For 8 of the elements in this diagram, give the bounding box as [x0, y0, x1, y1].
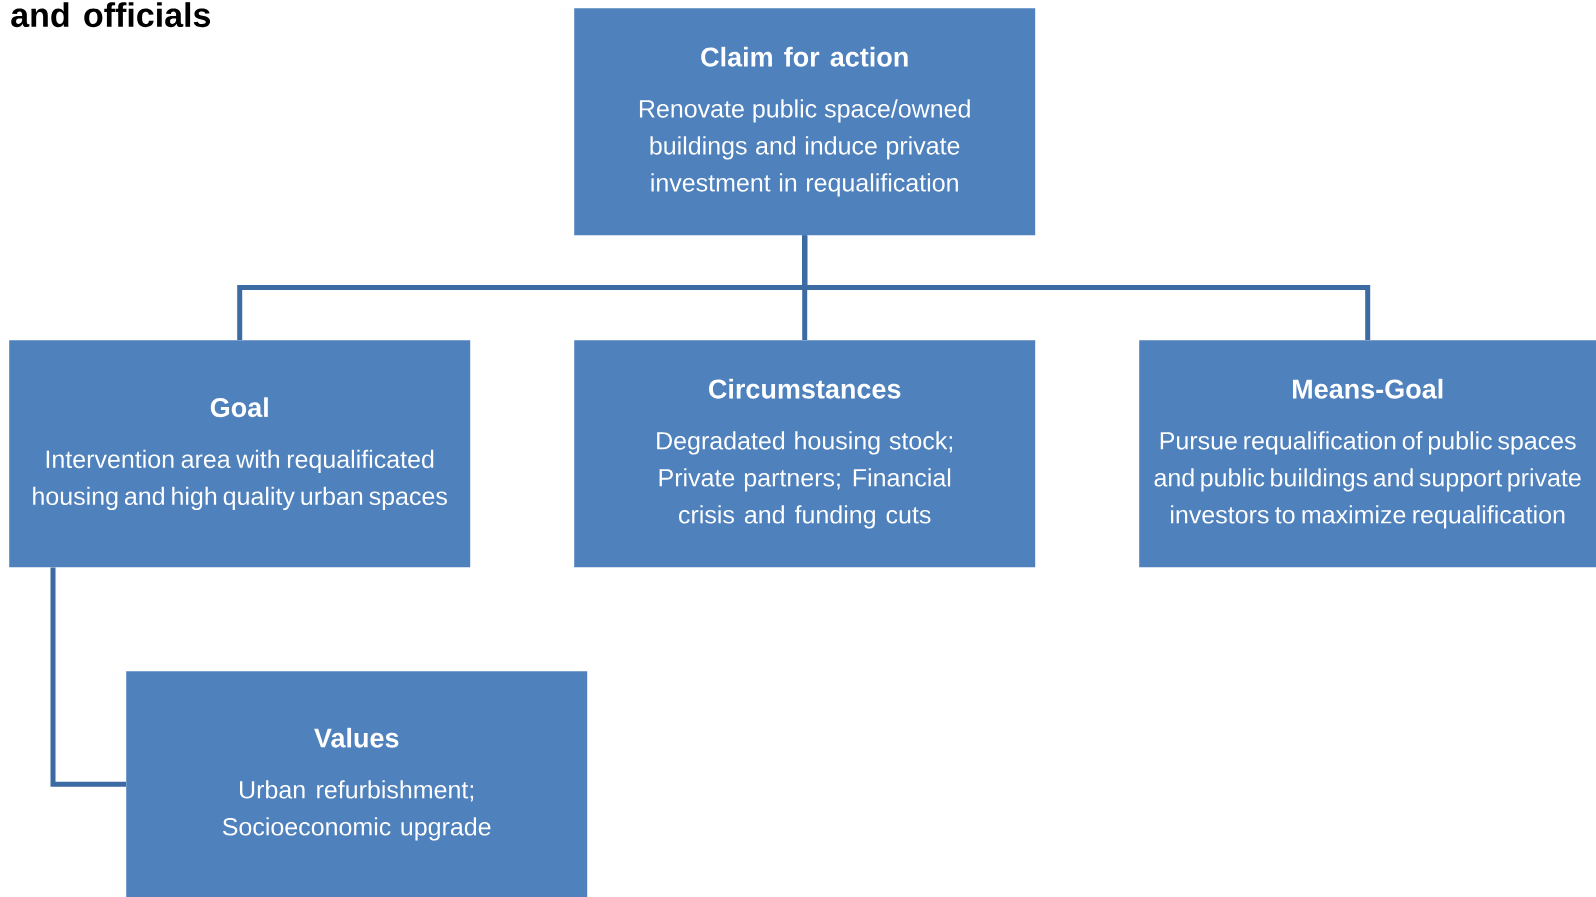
- text-box: Circumstances Degradated housing stock; Private partners; Financial crisis and funding cuts: [574, 340, 1036, 568]
- text-box: Goal Intervention area with requalificated housing and high quality urban spaces: [9, 340, 471, 568]
- heading: and officials: [11, 2, 211, 28]
- text-box: Means-Goal Pursue requalification of public spaces and public buildings and support private investors to maximize requalification: [1139, 340, 1596, 568]
- connector: [50, 567, 126, 787]
- text-box: Values Urban refurbishment; Socioeconomic upgrade: [126, 671, 588, 897]
- connector: [802, 235, 1371, 340]
- text-box: Claim for action Renovate public space/owned buildings and induce private investment in requalification: [574, 8, 1036, 236]
